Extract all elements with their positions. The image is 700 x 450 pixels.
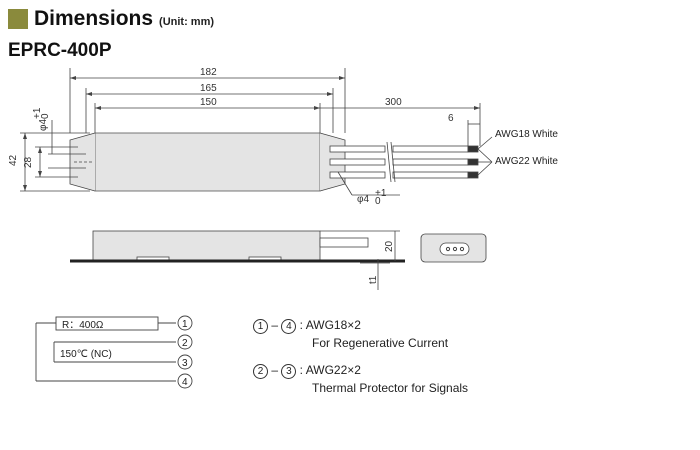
- resistor-body-top: [94, 132, 321, 192]
- lead-wires: [329, 145, 479, 179]
- unit-label: (Unit: mm): [159, 16, 215, 28]
- legend-desc-2: Thermal Protector for Signals: [312, 381, 469, 395]
- resistor-label: R：400Ω: [62, 320, 104, 331]
- resistor-body-side: [92, 230, 321, 261]
- terminal-4: 4: [182, 377, 188, 388]
- legend-desc-1: For Regenerative Current: [312, 336, 449, 350]
- page-title: Dimensions: [34, 7, 154, 30]
- tol-zero-right: 0: [375, 196, 381, 207]
- left-flange: [69, 132, 96, 192]
- dim-slot-spacing: 28: [23, 156, 34, 168]
- dim-side-height: 20: [384, 240, 395, 252]
- wire-awg22-label: AWG22 White: [495, 156, 558, 167]
- dim-hole-left: φ4: [38, 119, 49, 131]
- tol-plus-right: +1: [375, 188, 387, 199]
- thermal-label: 150℃ (NC): [60, 349, 112, 360]
- dim-lead-length: 300: [385, 97, 402, 108]
- header-marker: [8, 9, 28, 29]
- dim-strip: 6: [448, 113, 454, 124]
- wire-awg18-label: AWG18 White: [495, 129, 558, 140]
- terminal-3: 3: [182, 358, 188, 369]
- dim-overall: 182: [200, 67, 217, 78]
- tol-zero-left: 0: [40, 113, 51, 119]
- dim-body: 150: [200, 97, 217, 108]
- dim-body-inner: 165: [200, 83, 217, 94]
- section-header: Dimensions (Unit: mm): [8, 6, 214, 32]
- dim-height: 42: [8, 154, 19, 166]
- terminal-2: 2: [182, 338, 188, 349]
- side-wires: [319, 237, 369, 248]
- legend-spec-1: AWG18×2: [305, 318, 361, 332]
- legend-row-1: 1 – 4 : AWG18×2: [253, 318, 361, 334]
- legend-row-2: 2 – 3 : AWG22×2: [253, 363, 361, 379]
- terminal-1: 1: [182, 319, 188, 330]
- wiring-schematic: [35, 316, 176, 382]
- dim-hole-right: φ4: [357, 194, 369, 205]
- model-name: EPRC-400P: [8, 40, 112, 61]
- tol-plus-left: +1: [32, 107, 43, 119]
- dim-thickness: t1: [368, 275, 379, 284]
- legend-spec-2: AWG22×2: [305, 363, 361, 377]
